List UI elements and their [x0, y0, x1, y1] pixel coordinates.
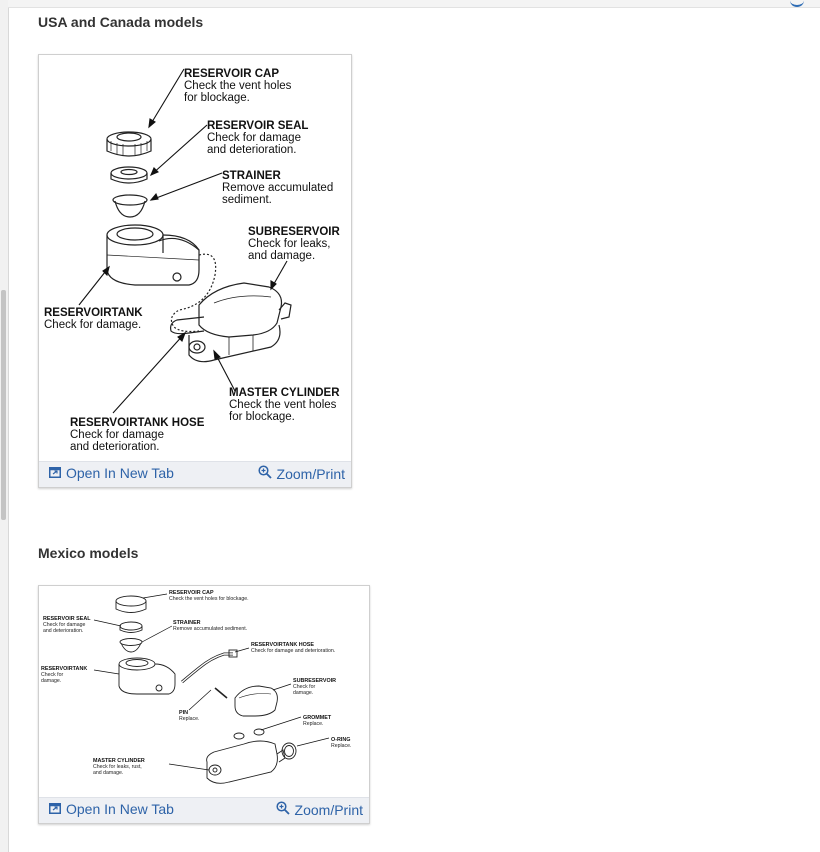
callout-reservoir-tank-hose-text-2: and deterioration. [70, 441, 160, 453]
top-bar [8, 0, 820, 8]
top-bar-indicator [790, 0, 804, 7]
callout-reservoir-tank-title: RESERVOIRTANK [44, 307, 143, 319]
callout-reservoir-seal-text-2: and deterioration. [43, 628, 83, 634]
callout-reservoir-cap-text: Check the vent holes [184, 80, 292, 92]
scrollbar-thumb[interactable] [1, 290, 6, 520]
callout-subreservoir-title: SUBRESERVOIR [293, 678, 336, 684]
callout-pin-text: Replace. [179, 716, 199, 722]
callout-strainer-text: Remove accumulated sediment. [173, 626, 247, 632]
callout-master-cylinder-text: Check the vent holes [229, 399, 337, 411]
callout-reservoir-seal-title: RESERVOIR SEAL [207, 120, 308, 132]
callout-strainer-title: STRAINER [222, 170, 281, 182]
callout-pin-title: PIN [179, 710, 188, 716]
callout-reservoir-tank-text-2: damage. [41, 678, 61, 684]
callout-reservoir-seal-title: RESERVOIR SEAL [43, 616, 91, 622]
figure-card-usa-canada: RESERVOIR CAP Check the vent holes for b… [38, 54, 352, 488]
callout-o-ring-title: O-RING [331, 737, 350, 743]
callout-o-ring-text: Replace. [331, 743, 351, 749]
open-in-new-tab-label: Open In New Tab [66, 465, 174, 481]
open-in-new-tab-button[interactable]: Open In New Tab [49, 801, 174, 817]
callout-reservoir-tank-hose-title: RESERVOIRTANK HOSE [251, 642, 314, 648]
zoom-print-button[interactable]: Zoom/Print [275, 801, 363, 818]
callout-master-cylinder-text-2: for blockage. [229, 411, 295, 423]
figure-toolbar: Open In New Tab Zoom/Print [39, 797, 369, 823]
section-title-mexico: Mexico models [38, 545, 139, 561]
open-in-new-tab-label: Open In New Tab [66, 801, 174, 817]
zoom-print-label: Zoom/Print [294, 801, 363, 818]
figure-card-mexico: RESERVOIR CAP Check the vent holes for b… [38, 585, 370, 824]
callout-reservoir-tank-hose-text: Check for damage [70, 429, 164, 441]
callout-strainer-text-2: sediment. [222, 194, 272, 206]
callout-master-cylinder-title: MASTER CYLINDER [93, 758, 145, 764]
callout-reservoir-seal-text: Check for damage [43, 622, 86, 628]
zoom-print-button[interactable]: Zoom/Print [257, 465, 345, 482]
callout-reservoir-tank-title: RESERVOIRTANK [41, 666, 87, 672]
callout-master-cylinder-title: MASTER CYLINDER [229, 387, 340, 399]
callout-reservoir-seal-text-2: and deterioration. [207, 144, 297, 156]
callout-strainer-text: Remove accumulated [222, 182, 333, 194]
zoom-icon [257, 465, 272, 482]
callout-grommet-title: GROMMET [303, 715, 332, 721]
callout-reservoir-cap-text-2: for blockage. [184, 92, 250, 104]
callout-reservoir-tank-text: Check for [41, 672, 63, 678]
callout-reservoir-tank-hose-title: RESERVOIRTANK HOSE [70, 417, 205, 429]
figure-toolbar: Open In New Tab Zoom/Print [39, 461, 351, 487]
callout-strainer-title: STRAINER [173, 620, 201, 626]
callout-reservoir-cap-title: RESERVOIR CAP [169, 590, 214, 596]
callout-subreservoir-text: Check for leaks, [248, 238, 330, 250]
callout-master-cylinder-text-2: and damage. [93, 770, 123, 776]
open-new-tab-icon [49, 465, 61, 481]
zoom-print-label: Zoom/Print [276, 465, 345, 482]
callout-grommet-text: Replace. [303, 721, 323, 727]
diagram-mexico: RESERVOIR CAP Check the vent holes for b… [41, 590, 351, 784]
callout-subreservoir-text-2: damage. [293, 690, 313, 696]
callout-reservoir-cap-title: RESERVOIR CAP [184, 68, 279, 80]
callout-reservoir-seal-text: Check for damage [207, 132, 301, 144]
page-scrollbar[interactable] [0, 0, 9, 852]
zoom-icon [275, 801, 290, 818]
callout-reservoir-tank-text: Check for damage. [44, 319, 141, 331]
open-new-tab-icon [49, 801, 61, 817]
open-in-new-tab-button[interactable]: Open In New Tab [49, 465, 174, 481]
callout-master-cylinder-text: Check for leaks, rust, [93, 764, 142, 770]
section-title-usa-canada: USA and Canada models [38, 14, 204, 30]
callout-subreservoir-title: SUBRESERVOIR [248, 226, 341, 238]
callout-subreservoir-text: Check for [293, 684, 315, 690]
callout-reservoir-tank-hose-text: Check for damage and deterioration. [251, 648, 335, 654]
diagram-usa-canada: RESERVOIR CAP Check the vent holes for b… [44, 68, 341, 453]
callout-reservoir-cap-text: Check the vent holes for blockage. [169, 596, 249, 602]
callout-subreservoir-text-2: and damage. [248, 250, 315, 262]
